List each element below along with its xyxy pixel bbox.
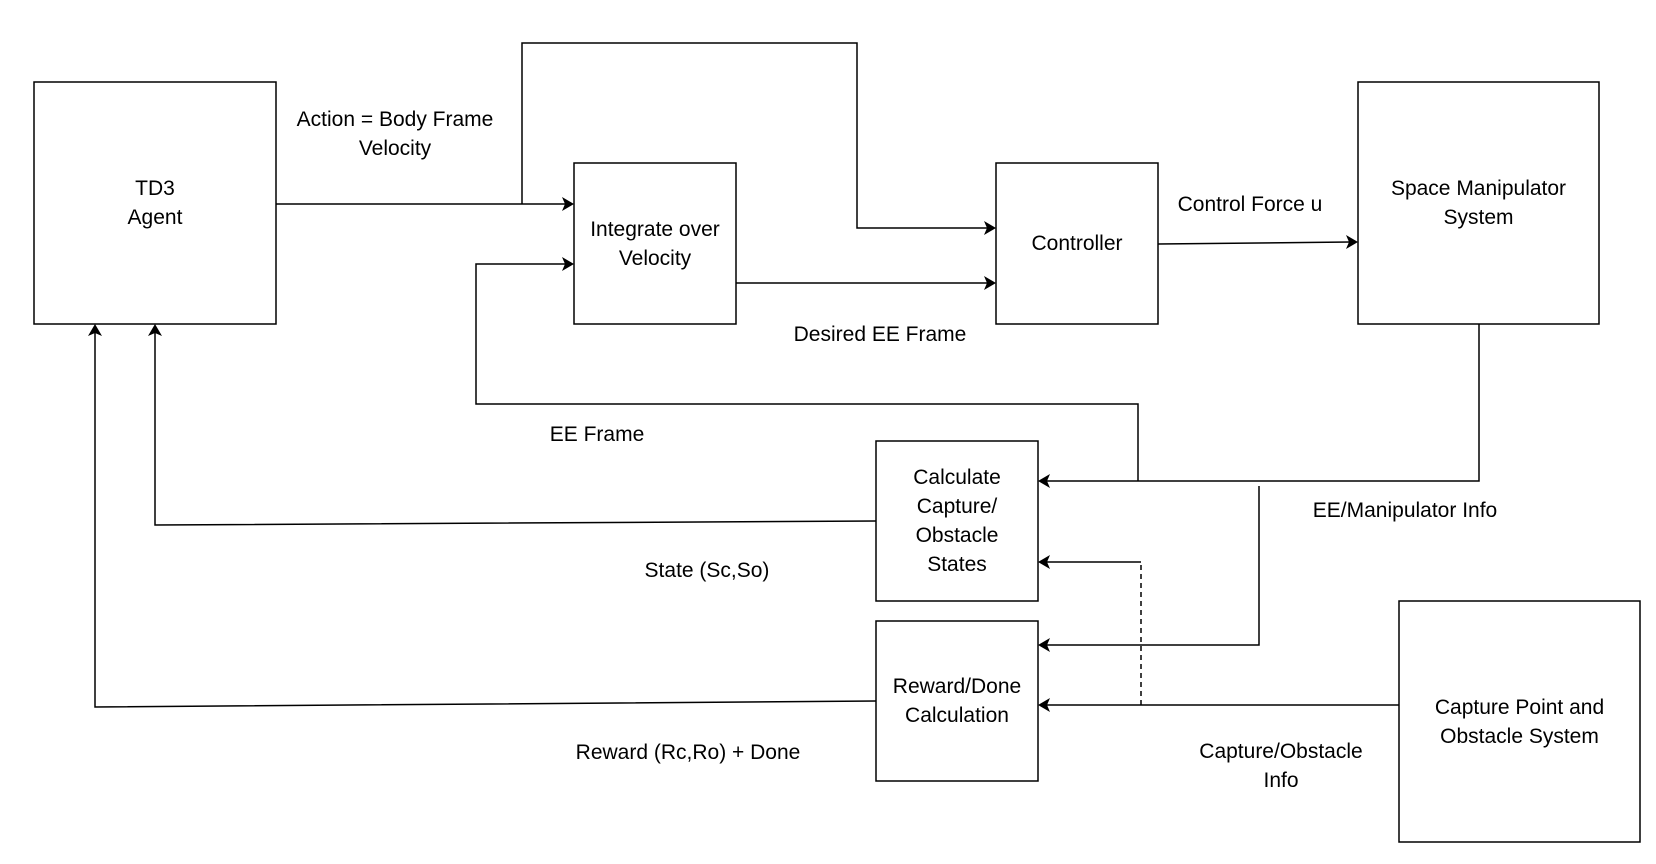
state-label: State (Sc,So) xyxy=(644,559,770,582)
integrate-label: Integrate over Velocity xyxy=(590,217,720,270)
capture-info-arrowhead xyxy=(1038,698,1050,712)
calculate-states-box xyxy=(875,440,1039,602)
integrate-box xyxy=(573,162,737,325)
control-force-connector xyxy=(1157,241,1351,245)
capture-system-box xyxy=(1398,600,1641,843)
state-connector xyxy=(154,332,877,526)
action-arrowhead xyxy=(562,197,574,211)
td3-agent-box xyxy=(33,81,277,325)
manipulator-info-connector xyxy=(1046,324,1480,482)
capture-system-label: Capture Point and Obstacle System xyxy=(1434,695,1605,748)
manipulator-to-reward-arrowhead xyxy=(1038,638,1050,652)
capture-obstacle-info-label: Capture/Obstacle Info xyxy=(1199,740,1363,792)
ee-frame-connector xyxy=(475,263,1139,481)
manipulator-to-reward-connector xyxy=(1046,486,1260,646)
action-label: Action = Body Frame Velocity xyxy=(296,108,494,160)
ee-manipulator-info-label: EE/Manipulator Info xyxy=(1312,499,1498,522)
reward-arrowhead xyxy=(88,324,102,336)
capture-to-calculate-arrowhead xyxy=(1038,555,1050,569)
space-manipulator-label: Space Manipulator System xyxy=(1390,177,1567,229)
control-force-label: Control Force u xyxy=(1177,193,1323,216)
reward-connector xyxy=(94,332,877,708)
controller-label: Controller xyxy=(1031,232,1123,255)
action-branch-arrowhead xyxy=(984,221,996,235)
calculate-states-label: Calculate Capture/ Obstacle States xyxy=(913,466,1001,576)
action-branch-connector xyxy=(521,42,988,229)
manipulator-info-arrowhead xyxy=(1038,474,1050,488)
controller-box xyxy=(995,162,1159,325)
ee-frame-arrowhead xyxy=(562,257,574,271)
ee-frame-label: EE Frame xyxy=(549,423,645,446)
td3-agent-label: TD3 Agent xyxy=(127,177,183,229)
control-force-arrowhead xyxy=(1346,235,1358,249)
desired-ee-label: Desired EE Frame xyxy=(793,323,967,346)
reward-done-box xyxy=(875,620,1039,782)
reward-label: Reward (Rc,Ro) + Done xyxy=(575,741,801,764)
state-arrowhead xyxy=(148,324,162,336)
space-manipulator-box xyxy=(1357,81,1600,325)
desired-ee-arrowhead xyxy=(984,276,996,290)
reward-done-label: Reward/Done Calculation xyxy=(892,675,1022,727)
